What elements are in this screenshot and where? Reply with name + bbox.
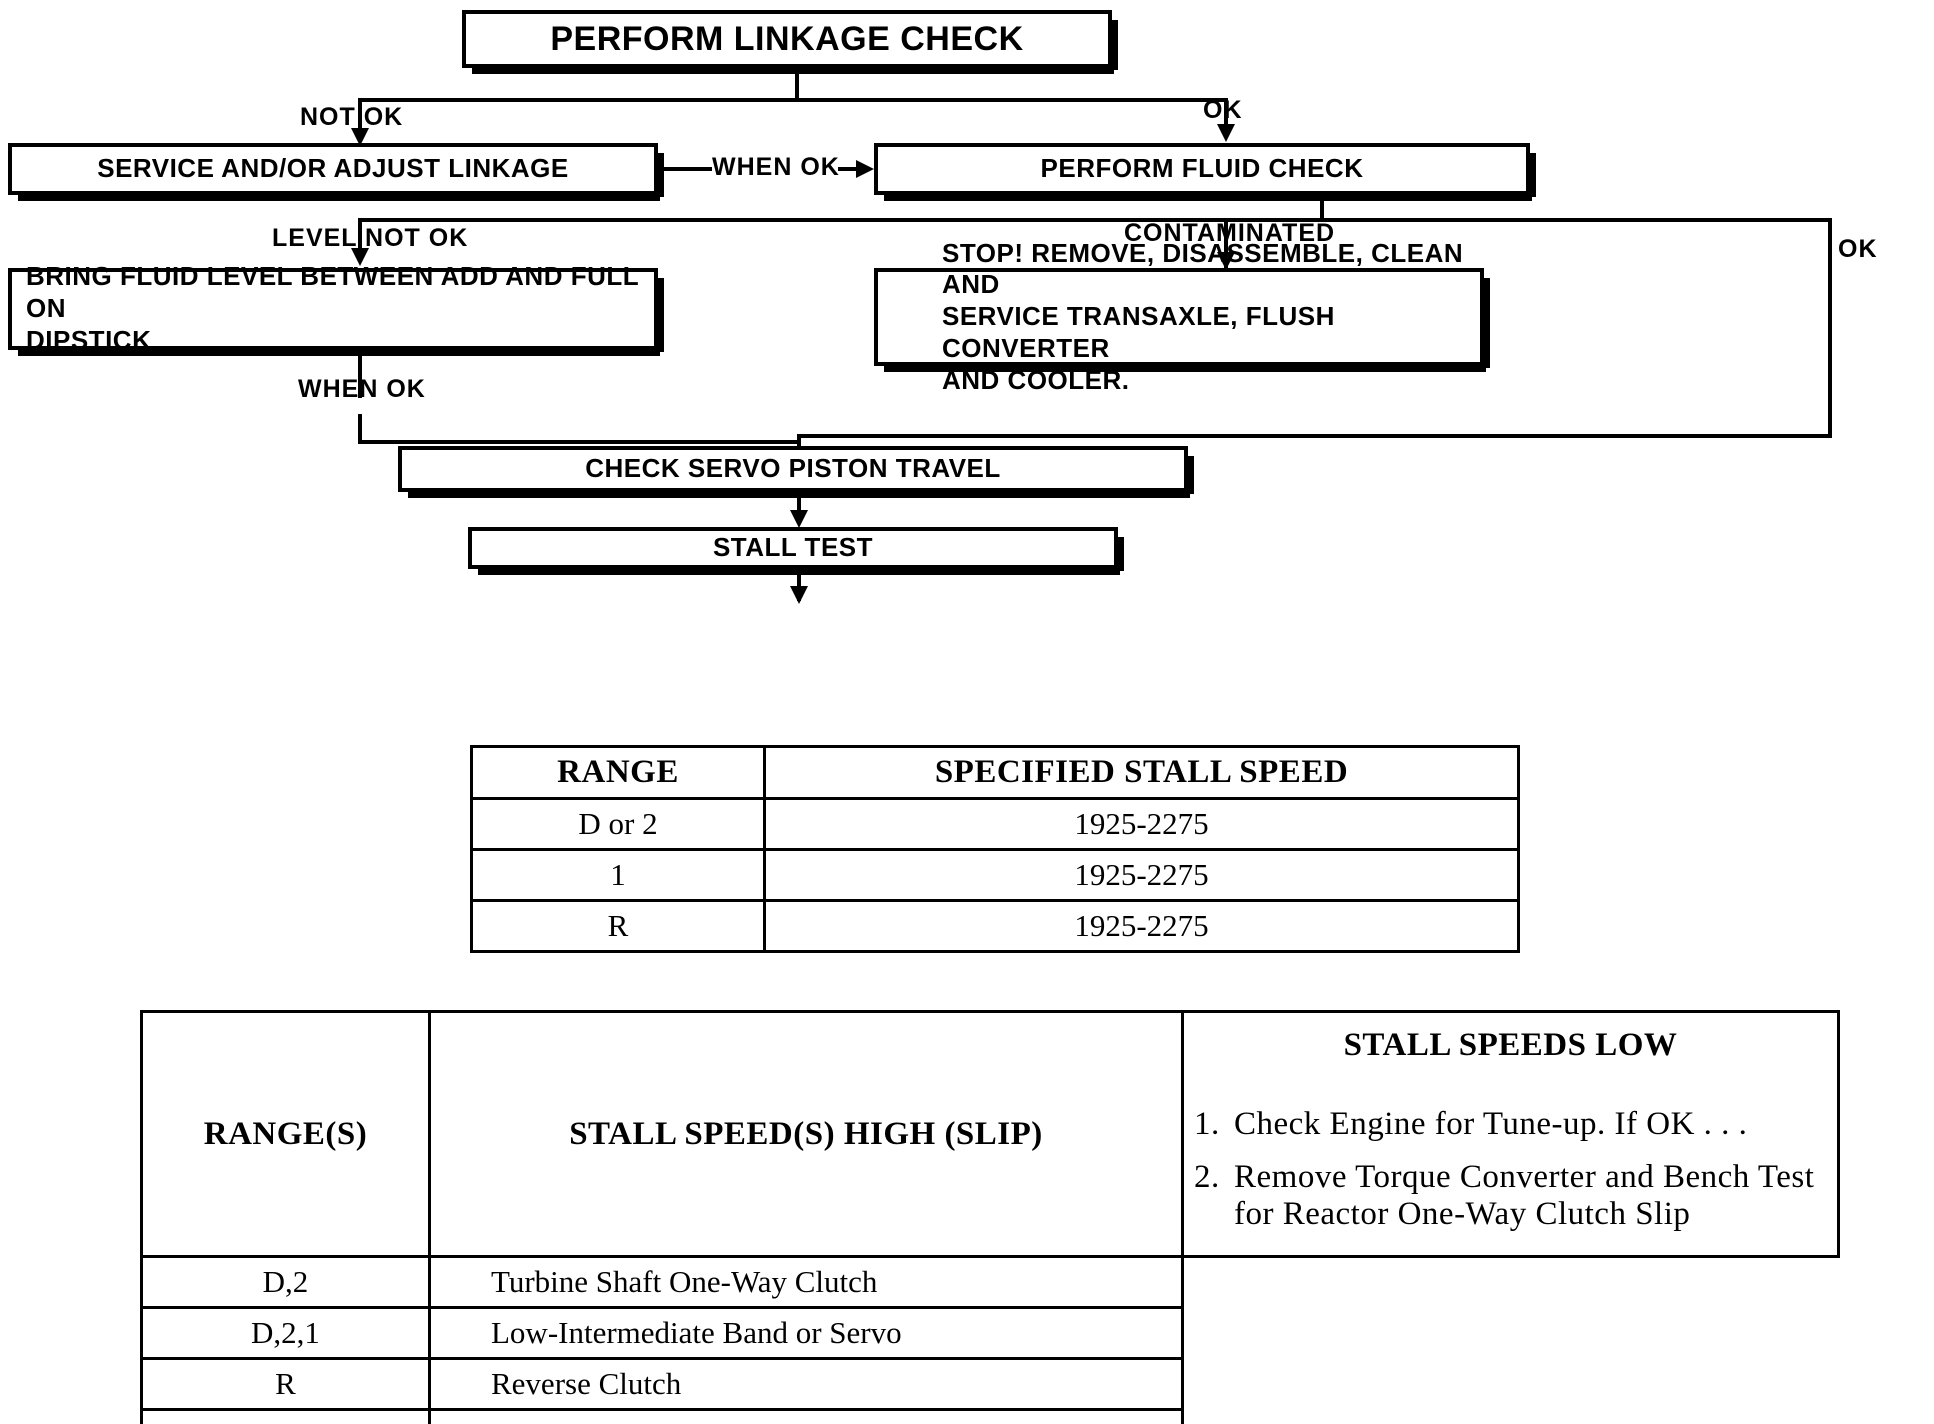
table-row: D,2 Turbine Shaft One-Way Clutch: [140, 1255, 1839, 1309]
cell-speed: 1925-2275: [763, 848, 1520, 902]
node-check-servo-piston-travel-label: CHECK SERVO PISTON TRAVEL: [585, 453, 1001, 484]
low-item-2-number: 2.: [1194, 1159, 1220, 1195]
node-service-adjust-linkage[interactable]: SERVICE AND/OR ADJUST LINKAGE: [8, 143, 664, 201]
header-stall-speeds-high: STALL SPEED(S) HIGH (SLIP): [428, 1010, 1184, 1258]
header-specified-stall-speed: SPECIFIED STALL SPEED: [763, 745, 1520, 800]
node-stop-line-2: SERVICE TRANSAXLE, FLUSH CONVERTER: [942, 301, 1335, 363]
edge-label-ok-right: OK: [1838, 235, 1878, 263]
connector-when-ok-right: [838, 167, 860, 171]
node-service-adjust-linkage-label: SERVICE AND/OR ADJUST LINKAGE: [97, 153, 569, 184]
cell-cause: Reverse Clutch: [428, 1357, 1184, 1411]
edge-label-when-ok-linkage: WHEN OK: [712, 153, 840, 181]
connector-fluid-stem: [1320, 197, 1324, 221]
connector-linkage-split: [360, 98, 1226, 102]
node-stop-service-transaxle[interactable]: STOP! REMOVE, DISASSEMBLE, CLEAN AND SER…: [874, 238, 1490, 395]
connector-stall-to-table: [797, 569, 801, 601]
edge-label-not-ok: NOT OK: [300, 103, 404, 131]
node-bring-fluid-level[interactable]: BRING FLUID LEVEL BETWEEN ADD AND FULL O…: [8, 261, 664, 356]
cell-ranges: R: [140, 1357, 431, 1411]
low-item-2-text-continued: for Reactor One-Way Clutch Slip: [1234, 1196, 1691, 1232]
cell-cause: Low-Intermediate Band or Servo: [428, 1306, 1184, 1360]
arrowhead-stall-test: [790, 510, 808, 528]
header-stall-speeds-low: STALL SPEEDS LOW 1. Check Engine for Tune…: [1181, 1010, 1840, 1258]
cell-speed: 1925-2275: [763, 899, 1520, 953]
connector-not-ok-drop: [358, 98, 362, 138]
connector-level-not-ok-drop: [358, 218, 362, 260]
cell-ranges: D,2,1: [140, 1306, 431, 1360]
arrowhead-ok-top: [1217, 124, 1235, 142]
connector-linkage-stem: [795, 68, 799, 100]
edge-label-level-not-ok: LEVEL NOT OK: [272, 224, 469, 252]
arrowhead-contaminated: [1217, 252, 1235, 270]
node-stall-test-label: STALL TEST: [712, 532, 874, 563]
table-row: D,2,1 Low-Intermediate Band or Servo: [140, 1306, 1839, 1360]
low-column-content: 1.Check Engine for Tune-up. If OK . . . …: [1194, 1106, 1827, 1233]
connector-ok-drop: [1224, 98, 1228, 138]
connector-when-ok-fluid-across: [358, 440, 798, 444]
node-stop-service-transaxle-label: STOP! REMOVE, DISASSEMBLE, CLEAN AND SER…: [878, 238, 1480, 397]
node-check-servo-piston-travel[interactable]: CHECK SERVO PISTON TRAVEL: [398, 446, 1194, 498]
cell-cause-list: 1.Check T.V. Adjustment 2.Perform Contro…: [428, 1408, 1184, 1424]
low-item-2-text: Remove Torque Converter and Bench Test: [1234, 1159, 1815, 1195]
edge-label-ok-top: OK: [1203, 96, 1243, 124]
low-item-2: 2. Remove Torque Converter and Bench Test…: [1194, 1159, 1827, 1233]
connector-when-ok-fluid-a: [358, 356, 362, 398]
arrowhead-level-not-ok: [351, 248, 369, 266]
table-row: All Driving Ranges 1.Check T.V. Adjustme…: [140, 1408, 1839, 1424]
edge-label-contaminated: CONTAMINATED: [1124, 219, 1336, 247]
arrowhead-when-ok-linkage: [856, 160, 874, 178]
node-bring-fluid-level-label: BRING FLUID LEVEL BETWEEN ADD AND FULL O…: [12, 261, 654, 356]
node-perform-linkage-check-label: PERFORM LINKAGE CHECK: [550, 19, 1024, 58]
connector-fluid-split: [358, 218, 1832, 222]
cell-ranges: D,2: [140, 1255, 431, 1309]
cell-range: D or 2: [470, 797, 766, 851]
connector-contaminated-drop: [1224, 218, 1228, 270]
node-perform-fluid-check-label: PERFORM FLUID CHECK: [1040, 153, 1364, 184]
table-header-row: RANGE(S) STALL SPEED(S) HIGH (SLIP) STAL…: [140, 1010, 1840, 1258]
edge-label-when-ok-fluid: WHEN OK: [298, 375, 426, 403]
node-stop-line-3: AND COOLER.: [942, 364, 1130, 395]
cell-range: 1: [470, 848, 766, 902]
cell-speed: 1925-2275: [763, 797, 1520, 851]
cell-cause: Turbine Shaft One-Way Clutch: [428, 1255, 1184, 1309]
node-perform-fluid-check[interactable]: PERFORM FLUID CHECK: [874, 143, 1536, 201]
header-stall-speeds-low-text: STALL SPEEDS LOW: [1343, 1027, 1678, 1063]
table-header-row: RANGE SPECIFIED STALL SPEED: [470, 745, 1520, 800]
stall-speed-spec-table: RANGE SPECIFIED STALL SPEED D or 2 1925-…: [470, 745, 1520, 953]
node-stop-line-1: STOP! REMOVE, DISASSEMBLE, CLEAN AND: [942, 237, 1464, 300]
connector-when-ok-left: [664, 167, 712, 171]
node-stall-test[interactable]: STALL TEST: [468, 527, 1124, 575]
connector-ok-right-across: [797, 434, 1832, 438]
stall-diagnosis-table: RANGE(S) STALL SPEED(S) HIGH (SLIP) STAL…: [140, 1010, 1840, 1424]
arrowhead-stall-table: [790, 586, 808, 604]
node-bring-fluid-level-line-1: BRING FLUID LEVEL BETWEEN ADD AND FULL O…: [26, 261, 639, 324]
connector-servo-to-stall: [797, 492, 801, 518]
arrowhead-not-ok: [351, 128, 369, 146]
header-ranges: RANGE(S): [140, 1010, 431, 1258]
header-range: RANGE: [470, 745, 766, 800]
table-row: R 1925-2275: [470, 899, 1520, 953]
low-item-1-number: 1.: [1194, 1106, 1220, 1142]
cell-range: R: [470, 899, 766, 953]
connector-ok-right-drop: [1828, 218, 1832, 438]
table-row: 1 1925-2275: [470, 848, 1520, 902]
cell-ranges-all-driving: All Driving Ranges: [140, 1408, 431, 1424]
low-item-1-text: Check Engine for Tune-up. If OK . . .: [1234, 1106, 1748, 1142]
node-perform-linkage-check[interactable]: PERFORM LINKAGE CHECK: [462, 10, 1118, 74]
node-bring-fluid-level-line-2: DIPSTICK: [26, 324, 152, 355]
low-item-1: 1. Check Engine for Tune-up. If OK . . .: [1194, 1106, 1827, 1143]
table-row: R Reverse Clutch: [140, 1357, 1839, 1411]
connector-when-ok-fluid-b: [358, 414, 362, 444]
table-row: D or 2 1925-2275: [470, 797, 1520, 851]
